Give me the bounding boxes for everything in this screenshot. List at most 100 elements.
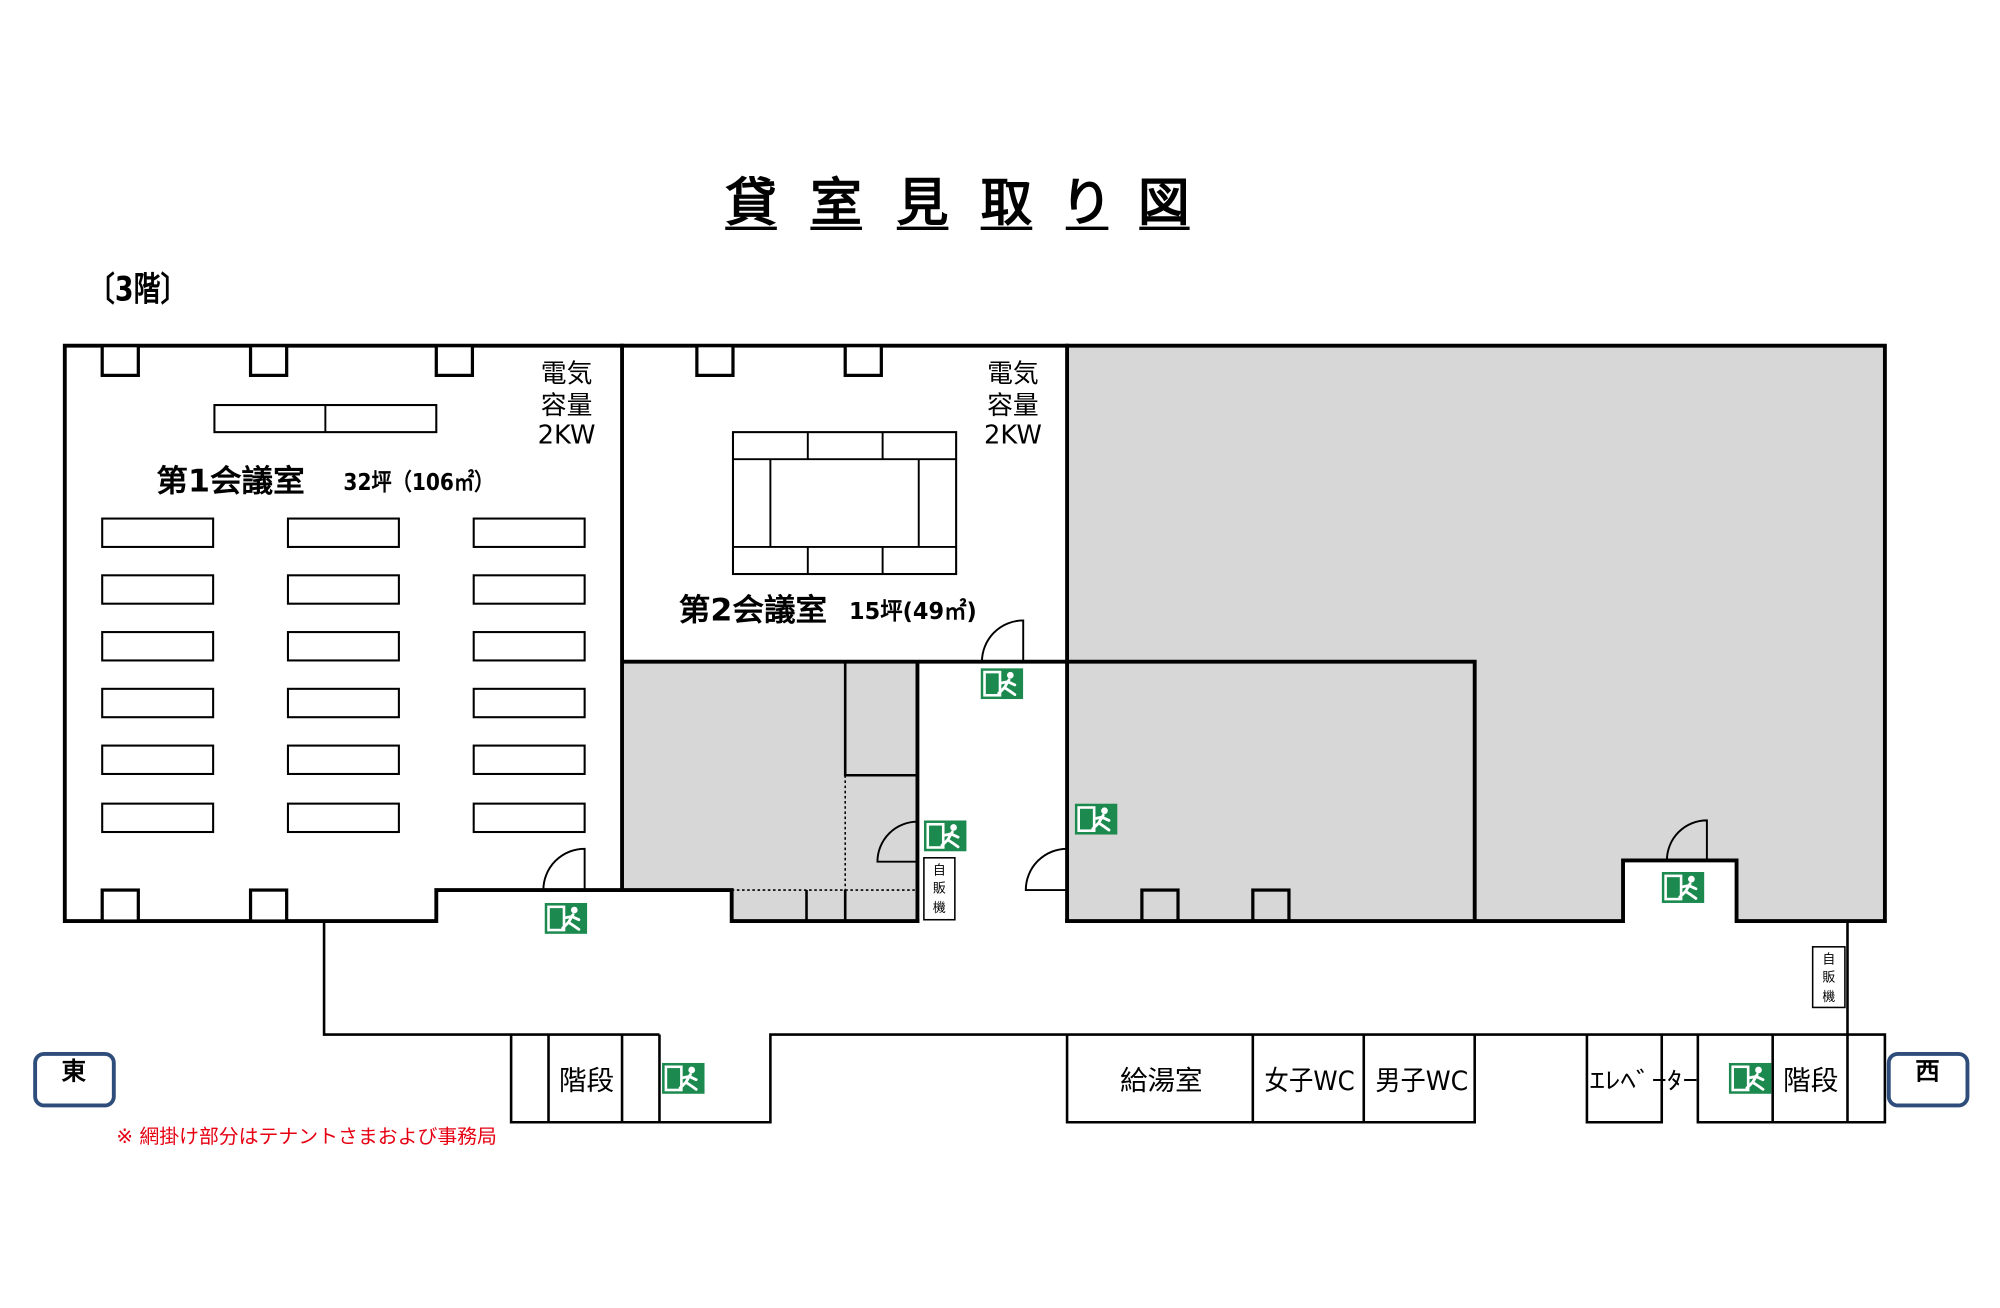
vending-machine: 自 販 機	[1811, 946, 1846, 1009]
door-center-tenant	[876, 820, 919, 863]
direction-west: 西	[1886, 1051, 1970, 1108]
door-west-tenant	[1024, 847, 1069, 892]
meeting-room-2-labels: 電気 容量 2KW 第2会議室 15坪(49㎡)	[679, 359, 1042, 629]
emergency-exit-icon	[923, 820, 967, 852]
desk	[286, 631, 400, 662]
desk	[286, 574, 400, 605]
power-capacity-line: 電気	[541, 359, 593, 389]
door-meeting-room-2	[980, 619, 1025, 662]
emergency-exit-icon	[980, 668, 1024, 700]
title-char: 貸	[725, 174, 777, 234]
walls	[62, 343, 1887, 923]
desk	[472, 631, 586, 662]
pillar	[100, 888, 140, 923]
vending-machine-label: 機	[1822, 990, 1835, 1005]
pillar	[434, 344, 475, 377]
room-area: 32坪（106㎡）	[343, 469, 494, 496]
page-title: 貸 室 見 取 り 図	[725, 174, 1190, 234]
title-char: 図	[1138, 174, 1190, 234]
vending-machine-label: 販	[1822, 971, 1835, 986]
emergency-exit-icon	[1728, 1062, 1772, 1094]
pillar	[1251, 888, 1291, 923]
desk	[472, 687, 586, 719]
door-entrance	[1665, 819, 1708, 861]
elevator-label: ｴﾚﾍﾞｰﾀｰ	[1590, 1068, 1698, 1095]
desk	[101, 574, 215, 605]
desk	[101, 517, 215, 548]
emergency-exit-icon	[544, 902, 588, 934]
power-capacity-value: 2KW	[538, 421, 596, 451]
power-capacity-value: 2KW	[984, 421, 1042, 451]
desk	[472, 744, 586, 775]
facility-labels: 階段 給湯室 女子WC 男子WC ｴﾚﾍﾞｰﾀｰ 階段	[559, 1066, 1839, 1097]
pillar	[695, 344, 735, 377]
desk	[101, 631, 215, 662]
pillars	[100, 344, 1291, 923]
emergency-exit-icon	[1074, 803, 1118, 835]
room-name: 第1会議室	[156, 463, 304, 499]
pillar	[248, 344, 289, 377]
vending-machine-label: 自	[1822, 953, 1835, 968]
desk	[286, 744, 400, 775]
vending-machine-box	[923, 857, 956, 921]
mens-wc-label: 男子WC	[1375, 1066, 1468, 1097]
tenant-area-west	[1067, 345, 1885, 922]
desk	[472, 517, 586, 548]
desk-rows	[101, 517, 586, 834]
desk	[286, 687, 400, 719]
interior-walls	[620, 343, 1477, 923]
tenant-area-center	[623, 661, 918, 922]
desk	[286, 517, 400, 548]
pillar	[248, 888, 289, 923]
desk	[472, 574, 586, 605]
direction-box	[1886, 1051, 1970, 1108]
desk	[101, 744, 215, 775]
power-capacity-line: 容量	[541, 391, 593, 421]
power-capacity-line: 容量	[987, 391, 1039, 421]
emergency-exit-icon	[662, 1062, 705, 1094]
direction-label: 西	[1915, 1057, 1940, 1086]
core-facilities	[322, 921, 1887, 1124]
emergency-exit-icon	[1661, 872, 1705, 903]
title-char: り	[1061, 174, 1113, 234]
meeting-room-1-labels: 電気 容量 2KW 第1会議室 32坪（106㎡）	[156, 359, 595, 500]
desk	[286, 802, 400, 834]
desk	[101, 802, 215, 834]
vending-machine-box	[1811, 946, 1846, 1009]
womens-wc-label: 女子WC	[1264, 1066, 1354, 1097]
kitchenette-label: 給湯室	[1120, 1066, 1203, 1097]
dotted-partitions	[731, 775, 918, 891]
title-char: 見	[897, 174, 949, 234]
tenant-areas	[623, 345, 1885, 922]
desk	[472, 802, 586, 834]
meeting-room-1	[101, 404, 586, 834]
desk	[101, 687, 215, 719]
shaded-area-note: ※ 網掛け部分はテナントさまおよび事務局	[116, 1125, 497, 1148]
exterior-wall	[62, 343, 1887, 923]
conference-table-segments	[732, 432, 957, 575]
direction-label: 東	[62, 1057, 87, 1086]
pillar	[100, 344, 140, 377]
vending-machine-label: 販	[933, 882, 946, 897]
vending-machine-label: 機	[933, 901, 946, 916]
floor-label: 〔3階〕	[88, 270, 187, 309]
stairs-label: 階段	[559, 1066, 614, 1097]
direction-east: 東	[33, 1051, 116, 1108]
title-char: 取	[981, 174, 1033, 234]
conference-table	[731, 431, 958, 576]
power-capacity-line: 電気	[987, 359, 1039, 389]
core-outlines	[322, 921, 1887, 1124]
pillar	[1140, 888, 1180, 923]
door-meeting-room-1	[542, 847, 586, 891]
vending-machine: 自 販 機	[923, 857, 956, 921]
stairs-label: 階段	[1783, 1066, 1838, 1097]
room-area: 15坪(49㎡)	[849, 598, 977, 625]
front-table	[213, 404, 438, 434]
doors	[542, 619, 1708, 892]
conference-table-outline	[731, 431, 958, 576]
room-name: 第2会議室	[679, 592, 827, 628]
pillar	[843, 344, 883, 377]
vending-machine-label: 自	[933, 864, 946, 879]
direction-box	[33, 1051, 116, 1108]
